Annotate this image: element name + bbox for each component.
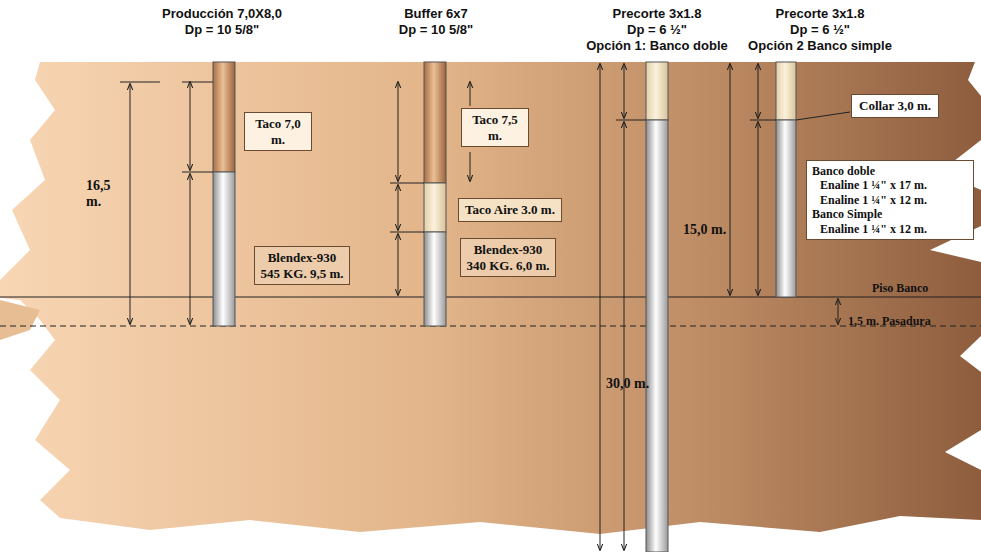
hole-title: Buffer 6x7	[404, 6, 468, 21]
label-box: Blendex-930 340 KG. 6,0 m.	[460, 238, 556, 277]
stemming	[424, 62, 446, 183]
box-text: Enaline 1 ¼" x 12 m.	[812, 193, 968, 207]
explosive-column	[213, 172, 235, 326]
rock-mass	[0, 62, 981, 534]
subdrill-line	[0, 326, 981, 327]
label-box: Taco Aire 3.0 m.	[458, 198, 562, 222]
hole-title: Producción 7,0X8,0	[162, 6, 282, 21]
box-text: Enaline 1 ¼" x 17 m.	[812, 178, 968, 192]
label-box: Taco 7,0 m.	[244, 112, 312, 151]
box-text: Enaline 1 ¼" x 12 m.	[812, 222, 968, 236]
hole-title: Dp = 6 ½"	[627, 22, 687, 37]
dimension-label: Piso Banco	[872, 281, 928, 296]
box-text: Blendex-930 340 KG. 6,0 m.	[466, 242, 550, 273]
collar	[776, 62, 796, 120]
explosive-column	[424, 232, 446, 326]
box-text: Banco doble	[812, 164, 968, 178]
box-text: Collar 3,0 m.	[857, 98, 933, 114]
hole-title: Opción 2 Banco simple	[748, 38, 892, 53]
hole-title: Precorte 3x1.8	[613, 6, 702, 21]
box-text: Taco 7,0 m.	[250, 116, 306, 147]
dimension-label: 16,5 m.	[86, 178, 126, 210]
air-deck	[424, 183, 446, 232]
hole-title: Dp = 10 5/8"	[185, 22, 259, 37]
label-box: Blendex-930 545 KG. 9,5 m.	[254, 246, 350, 285]
hole-title: Opción 1: Banco doble	[586, 38, 728, 53]
label-box: Collar 3,0 m.	[851, 94, 939, 118]
label-box: Taco 7,5 m.	[461, 108, 529, 147]
stemming	[213, 62, 235, 172]
hole-title: Dp = 10 5/8"	[399, 22, 473, 37]
explosive-column	[646, 120, 668, 552]
dimension-label: 1,5 m. Pasadura	[848, 314, 931, 329]
explosive-column	[776, 120, 796, 297]
box-text: Banco Simple	[812, 207, 968, 221]
rock-mass	[0, 300, 40, 340]
box-text: Taco 7,5 m.	[467, 112, 523, 143]
bench-floor-line	[0, 296, 981, 297]
hole-title: Dp = 6 ½"	[790, 22, 850, 37]
dimension-lines	[120, 64, 850, 550]
label-box: Banco dobleEnaline 1 ¼" x 17 m.Enaline 1…	[806, 160, 974, 240]
dimension-label: 15,0 m.	[683, 222, 727, 238]
dimension-label: 30,0 m.	[606, 376, 650, 392]
box-text: Blendex-930 545 KG. 9,5 m.	[260, 250, 344, 281]
box-text: Taco Aire 3.0 m.	[464, 202, 556, 218]
collar	[646, 62, 668, 120]
hole-title: Precorte 3x1.8	[776, 6, 865, 21]
